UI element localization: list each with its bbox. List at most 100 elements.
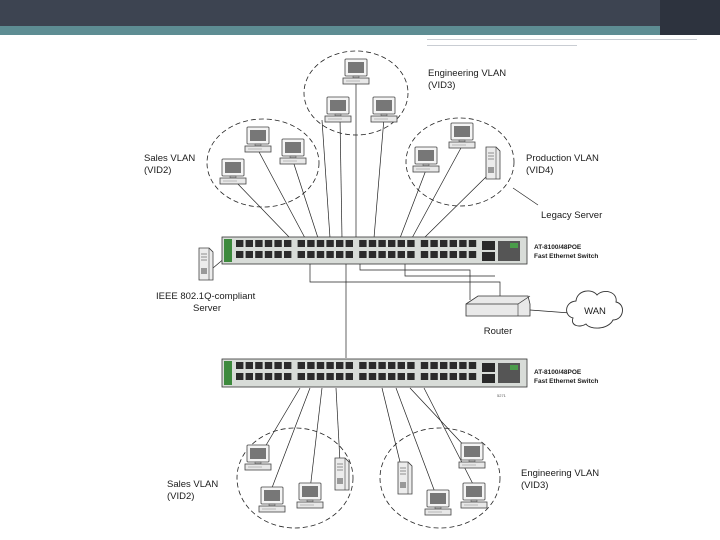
switch-port [345, 251, 353, 258]
switch-port [264, 373, 273, 380]
switch-port [245, 373, 253, 380]
switch-port [264, 251, 273, 258]
switch-port [326, 251, 334, 258]
server-icon [334, 457, 350, 491]
switch-port [468, 373, 477, 380]
switch-port [307, 362, 315, 369]
switch-port [345, 373, 353, 380]
switch-port [326, 373, 334, 380]
router-icon [465, 295, 531, 317]
engineering-vlan-top-label: Engineering VLAN (VID3) [428, 68, 509, 91]
switch-port [368, 373, 377, 380]
bottom-switch-links [261, 387, 477, 496]
switch-port [388, 362, 396, 369]
pc-icon [324, 96, 352, 123]
switch-port [336, 251, 344, 258]
switch-port [359, 240, 367, 247]
switch-port [397, 362, 405, 369]
switch-port [397, 251, 405, 258]
engineering-bottom-pcs [397, 442, 488, 516]
pc-icon [244, 126, 272, 153]
top-switch [221, 236, 528, 265]
switch-port [297, 240, 305, 247]
switch-port [316, 240, 325, 247]
switch-port [359, 362, 367, 369]
switch-port [420, 251, 429, 258]
switch-port [459, 373, 467, 380]
switch-port [297, 373, 305, 380]
switch-port [388, 240, 396, 247]
engineering-vlan-bottom-boundary [379, 427, 501, 529]
switch-port [430, 240, 438, 247]
switch-port [420, 240, 429, 247]
pc-icon [412, 146, 440, 173]
sales-top-pcs [219, 126, 307, 185]
part-number-text: 5271 [497, 393, 507, 398]
switch-port [407, 362, 415, 369]
slide-corner-block [660, 0, 720, 35]
wan-label: WAN [584, 306, 606, 317]
switch-port [245, 240, 253, 247]
switch-port [326, 240, 334, 247]
switch-port [264, 240, 273, 247]
wan-cloud-icon [566, 290, 623, 329]
switch-port [420, 373, 429, 380]
switch-port [336, 240, 344, 247]
switch-port [316, 373, 325, 380]
switch-port [368, 251, 377, 258]
switch-port [397, 373, 405, 380]
switch-port [468, 362, 477, 369]
pc-icon [458, 442, 486, 469]
switch-port [368, 362, 377, 369]
switch-port [459, 362, 467, 369]
router-label: Router [484, 326, 513, 337]
pc-icon [424, 489, 452, 516]
switch-port [430, 251, 438, 258]
switch-port [307, 373, 315, 380]
server-icon [397, 461, 413, 495]
switch-port [255, 240, 263, 247]
switch-port [440, 373, 448, 380]
switch-port [368, 240, 377, 247]
production-vlan-boundary [405, 117, 515, 207]
switch-port [378, 240, 386, 247]
pc-icon [244, 444, 272, 471]
switch-port [378, 373, 386, 380]
decorative-line [427, 45, 577, 46]
slide-title-bar [0, 0, 720, 26]
engineering-top-pcs [324, 58, 398, 123]
switch-port [440, 240, 448, 247]
switch-port [255, 362, 263, 369]
sales-bottom-pcs [244, 444, 350, 513]
switch-port [316, 251, 325, 258]
switch-port [378, 251, 386, 258]
switch-port [440, 362, 448, 369]
switch-port [236, 240, 244, 247]
switch-port [359, 251, 367, 258]
switch-port [245, 362, 253, 369]
switch-port [459, 251, 467, 258]
bottom-switch-ports [236, 362, 477, 380]
switch-port [397, 240, 405, 247]
pc-icon [342, 58, 370, 85]
switch-port [430, 362, 438, 369]
switch-port [345, 362, 353, 369]
switch-port [420, 362, 429, 369]
slide-accent-bar [0, 26, 720, 35]
switch-port [388, 251, 396, 258]
switch-port [407, 251, 415, 258]
switch-port [284, 362, 292, 369]
production-vlan-label: Production VLAN (VID4) [526, 153, 602, 176]
switch-port [307, 251, 315, 258]
bottom-switch-label: AT-8100/48POE Fast Ethernet Switch [534, 369, 598, 385]
switch-port [407, 240, 415, 247]
pc-icon [448, 122, 476, 149]
sales-vlan-bottom-boundary [236, 427, 354, 529]
bottom-switch: 5271 [221, 358, 528, 398]
pc-icon [296, 482, 324, 509]
switch-port [274, 251, 282, 258]
pc-icon [219, 158, 247, 185]
pc-icon [370, 96, 398, 123]
switch-port [284, 240, 292, 247]
sales-vlan-bottom-label: Sales VLAN (VID2) [167, 479, 221, 502]
